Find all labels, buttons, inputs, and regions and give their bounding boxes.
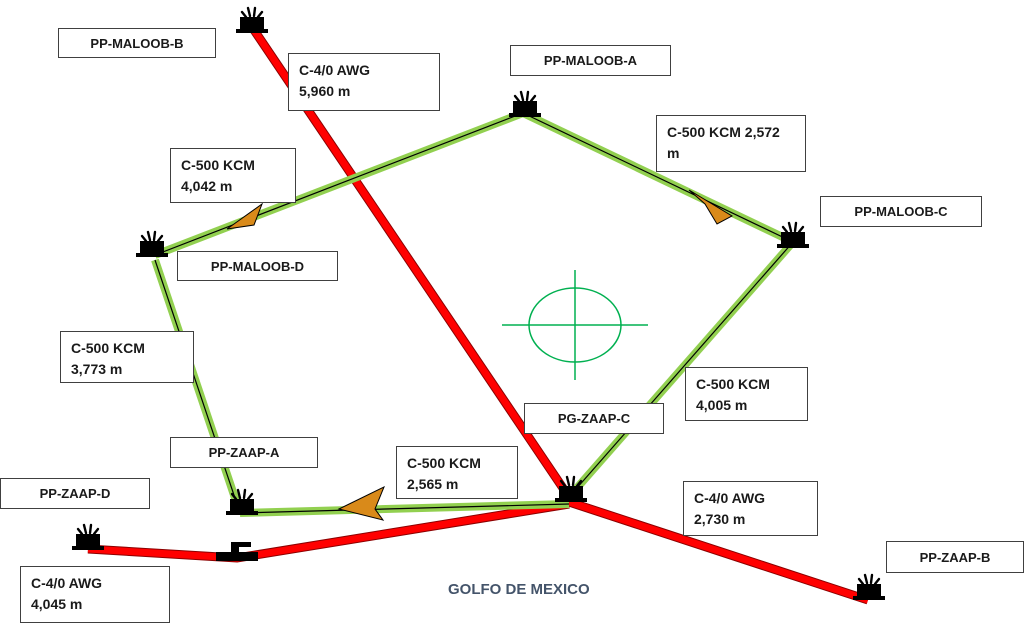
platform-maloob-d-icon: [134, 230, 170, 259]
cable-maloob-c-zaap-c: [565, 239, 797, 500]
cable-label-maloob-a-d: C-500 KCM 4,042 m: [170, 148, 296, 203]
cable-type: C-500 KCM 2,572: [667, 124, 780, 140]
flow-arrow-to-maloob-d: [226, 202, 264, 230]
cable-label-maloob-c-zaap-c: C-500 KCM 4,005 m: [685, 367, 808, 421]
cable-length: 4,042 m: [181, 178, 233, 194]
cable-length: 2,565 m: [407, 476, 459, 492]
label-pp-maloob-b: PP-MALOOB-B: [58, 28, 216, 58]
cable-zaap-c-zaap-a: [239, 500, 570, 517]
cable-label-maloob-d-zaap-a: C-500 KCM 3,773 m: [60, 331, 194, 383]
platform-zaap-d-icon: [70, 523, 106, 552]
label-pp-zaap-a: PP-ZAAP-A: [170, 437, 318, 468]
cable-type: C-4/0 AWG: [694, 490, 766, 506]
cable-type: C-500 KCM: [696, 376, 770, 392]
flow-arrow-to-zaap-a: [337, 485, 385, 521]
label-pp-zaap-d: PP-ZAAP-D: [0, 478, 150, 509]
label-pp-maloob-a: PP-MALOOB-A: [510, 45, 671, 76]
label-pp-maloob-d: PP-MALOOB-D: [177, 251, 338, 281]
cable-label-zaap-c-zaap-b: C-4/0 AWG 2,730 m: [683, 481, 818, 536]
cable-zaap-c-zaap-b: [567, 497, 870, 605]
cable-type: C-500 KCM: [181, 157, 255, 173]
flow-arrow-to-maloob-c: [688, 189, 734, 225]
cable-maloob-a-maloob-c: [521, 109, 795, 246]
label-pp-maloob-c: PP-MALOOB-C: [820, 196, 982, 227]
cable-label-maloob-b: C-4/0 AWG 5,960 m: [288, 53, 440, 111]
cable-label-maloob-a-c: C-500 KCM 2,572 m: [656, 115, 806, 172]
cable-length: 4,045 m: [31, 596, 83, 612]
cable-length: 5,960 m: [299, 83, 351, 99]
cable-length: 2,730 m: [694, 511, 746, 527]
platform-maloob-b-icon: [234, 6, 270, 35]
label-pg-zaap-c: PG-ZAAP-C: [524, 403, 664, 434]
target-crosshair-icon: [502, 270, 648, 380]
region-label: GOLFO DE MEXICO: [448, 581, 590, 598]
cable-length: 3,773 m: [71, 361, 123, 377]
cable-label-zaap-d: C-4/0 AWG 4,045 m: [20, 566, 170, 623]
label-pp-zaap-b: PP-ZAAP-B: [886, 541, 1024, 573]
platform-maloob-c-icon: [775, 221, 811, 250]
cable-length: m: [667, 145, 680, 161]
cable-maloob-d-zaap-a: [151, 258, 244, 515]
cable-length: 4,005 m: [696, 397, 748, 413]
cable-label-zaap-c-zaap-a: C-500 KCM 2,565 m: [396, 446, 518, 499]
cable-type: C-500 KCM: [71, 340, 145, 356]
cable-type: C-500 KCM: [407, 455, 481, 471]
cable-maloob-a-maloob-d: [153, 109, 525, 259]
cable-type: C-4/0 AWG: [31, 575, 103, 591]
cable-type: C-4/0 AWG: [299, 62, 371, 78]
platform-zaap-b-icon: [851, 573, 887, 602]
tie-in-icon: [216, 542, 258, 561]
platform-maloob-a-icon: [507, 90, 543, 119]
